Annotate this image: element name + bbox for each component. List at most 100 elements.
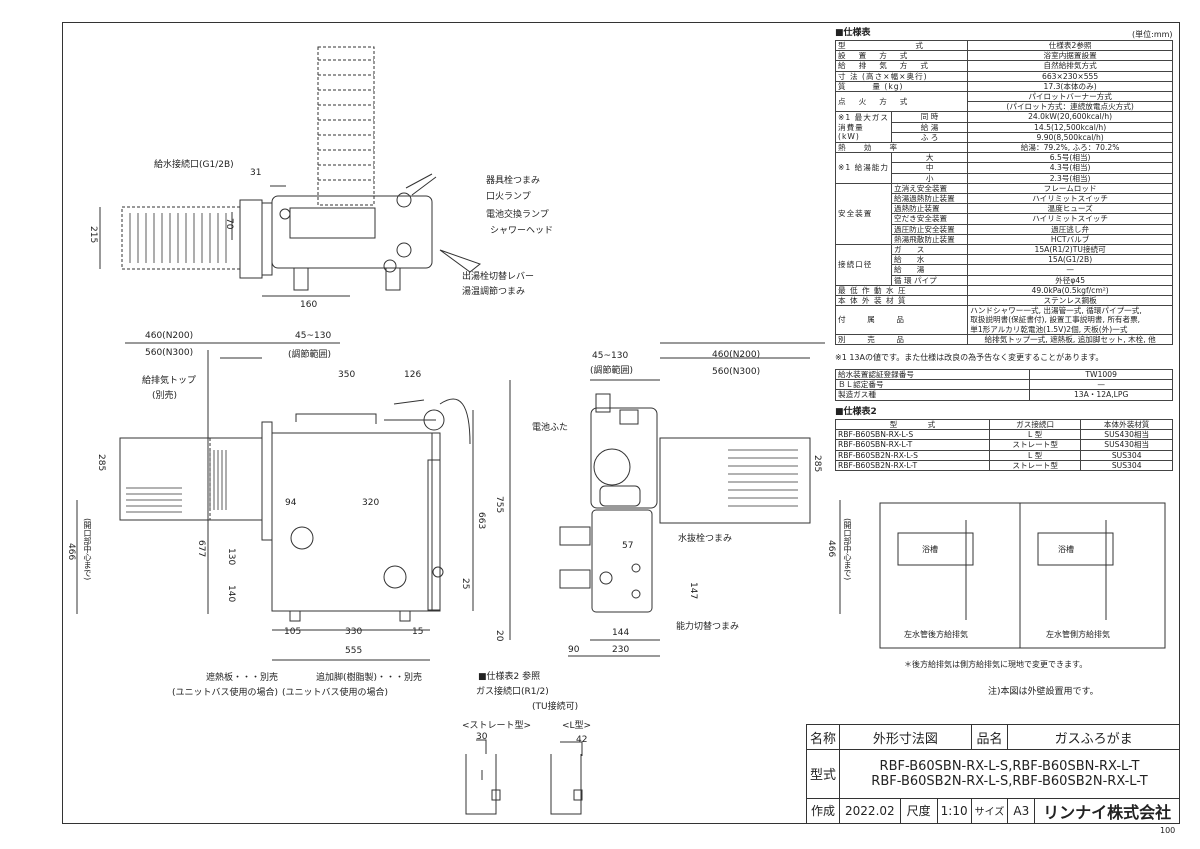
product-name: ガスふろがま — [1007, 723, 1180, 751]
table-cell: SUS304 — [1080, 449, 1173, 461]
table-cell: ※1 給湯能力 — [835, 152, 892, 184]
table-cell: 給水装置認証登録番号 — [834, 368, 1031, 381]
table-cell: 大 — [890, 152, 969, 164]
table-cell: ガ ス — [890, 244, 969, 256]
spec-row: 過圧防止安全装置過圧逃し弁 — [836, 223, 1173, 235]
table-cell: 付 属 品 — [834, 305, 969, 335]
spec-heading: ■仕様表 — [835, 28, 871, 38]
spec2-heading: ■仕様表2 — [835, 407, 877, 417]
spec-row: 給 排 気 方 式自然給排気方式 — [834, 60, 1173, 72]
table-cell: 過圧防止安全装置 — [890, 223, 969, 235]
table-cell: ハイリミットスイッチ — [967, 213, 1173, 225]
table-cell: ハンドシャワー一式, 出湯管一式, 循環パイプ一式, 取扱説明書(保証書付), … — [967, 305, 1173, 335]
table-cell: 型 式 — [834, 39, 969, 52]
table-cell: RBF-B60SBN-RX-L-T — [835, 439, 990, 451]
water-inlet-label: 給水接続口(G1/2B) — [154, 160, 234, 170]
table-cell: 15A(R1/2)TU接続可 — [967, 244, 1173, 256]
table-cell: 663×230×555 — [967, 70, 1173, 82]
table-cell: 2.3号(相当) — [967, 172, 1173, 184]
dim-560: 560(N300) — [145, 348, 194, 358]
side-view — [559, 342, 841, 657]
table-cell: SUS430相当 — [1080, 439, 1173, 451]
table-cell: ＢＬ認定番号 — [834, 379, 1031, 391]
dim-140: 140 — [226, 585, 236, 603]
spec-table: 型 式仕様表2参照 設 置 方 式浴室内据置設置 給 排 気 方 式自然給排気方… — [834, 39, 1173, 346]
table-cell: 給湯：79.2%, ふろ：70.2% — [967, 142, 1173, 154]
table-cell: 小 — [890, 172, 969, 184]
title-block: 名称 外形寸法図 品名 ガスふろがま 型式 RBF-B60SBN-RX-L-S,… — [805, 723, 1180, 825]
model-line-2: RBF-B60SB2N-RX-L-S,RBF-B60SB2N-RX-L-T — [871, 773, 1148, 789]
cert-row: ＢＬ認定番号— — [834, 379, 1173, 391]
spec-row: 循 環 パイプ外径φ45 — [836, 274, 1173, 286]
table-cell: 本体外装材質 — [1080, 418, 1173, 431]
table-cell: ハイリミットスイッチ — [967, 193, 1173, 205]
table-cell: ステンレス鋼板 — [967, 295, 1173, 307]
dim-126: 126 — [404, 370, 422, 380]
dim-330: 330 — [345, 627, 363, 637]
table-cell: RBF-B60SBN-RX-L-S,RBF-B60SBN-RX-L-T RBF-… — [839, 749, 1180, 799]
dim-30: 30 — [476, 732, 488, 742]
table-cell: 型 式 — [835, 418, 990, 431]
made-date: 2022.02 — [839, 797, 901, 825]
bath-label-2: 浴槽 — [1058, 545, 1074, 554]
vent-top-sub: (別売) — [152, 391, 178, 401]
model-label: 型式 — [805, 749, 841, 799]
table-cell: RBF-B60SBN-RX-L-S — [835, 429, 990, 441]
table-cell: — — [1029, 379, 1173, 391]
gas-ref-label: ■仕様表2 参照 — [478, 672, 541, 682]
side-dim-45-130: 45~130 — [592, 351, 629, 361]
table-cell: 最 低 作 動 水 圧 — [834, 284, 969, 297]
table-cell: 給湯過熱防止装置 — [890, 193, 969, 205]
table-cell: TW1009 — [1029, 368, 1173, 381]
table-cell: 外径φ45 — [967, 274, 1173, 286]
product-label: 品名 — [970, 723, 1009, 751]
table-cell: 13A・12A,LPG — [1029, 389, 1173, 401]
table-cell: 製造ガス種 — [834, 389, 1031, 401]
dim-555: 555 — [345, 646, 363, 656]
table-cell: HCTバルブ — [967, 233, 1173, 246]
dim-755: 755 — [494, 496, 504, 514]
table-cell: 過圧逃し弁 — [967, 223, 1173, 235]
table-cell: 49.0kPa(0.5kgf/cm²) — [967, 284, 1173, 297]
table-cell: 14.5(12,500kcal/h) — [967, 121, 1173, 133]
dim-215: 215 — [88, 226, 98, 244]
gas-inlet-label: ガス接続口(R1/2) — [476, 687, 549, 697]
side-dim-285: 285 — [812, 455, 822, 473]
dim-15: 15 — [412, 627, 424, 637]
table-cell: 熱 効 率 — [834, 142, 969, 154]
l-type-label: <L型> — [562, 721, 592, 731]
gas-inlet-sub: (TU接続可) — [532, 702, 579, 712]
table-cell: 循 環 パイプ — [890, 274, 969, 286]
spec-row: 点 火 方 式パイロットバーナー方式 — [834, 91, 1173, 113]
dim-105: 105 — [284, 627, 302, 637]
table-cell: — — [967, 264, 1173, 276]
spec-row: 型 式仕様表2参照 — [834, 39, 1173, 52]
made-label: 作成 — [805, 797, 841, 825]
spec-row: 質 量 (kg)17.3(本体のみ) — [834, 80, 1173, 93]
extra-legs-label: 追加脚(樹脂製)・・・別売 — [316, 673, 423, 683]
dim-20: 20 — [494, 630, 504, 642]
spec-row: 別 売 品給排気トップ一式, 遮熱板, 追加脚セット, 木栓, 他 — [834, 333, 1173, 346]
table-cell: L 型 — [988, 449, 1082, 461]
scale-value: 1:10 — [936, 797, 972, 825]
spec-row: 付 属 品ハンドシャワー一式, 出湯管一式, 循環パイプ一式, 取扱説明書(保証… — [834, 305, 1173, 335]
dim-42: 42 — [576, 735, 588, 745]
dim-466-sub: (開口部中心まで) — [83, 518, 92, 581]
layout-left-side: 左水管側方給排気 — [1046, 630, 1110, 639]
side-dim-144: 144 — [612, 628, 630, 638]
scale-label: 尺度 — [899, 797, 938, 825]
table-cell: 温度ヒューズ — [967, 203, 1173, 215]
dim-94: 94 — [285, 498, 297, 508]
table-cell: 本 体 外 装 材 質 — [834, 295, 969, 307]
callout-shower-head: シャワーヘッド — [490, 226, 554, 236]
table-cell: (パイロット方式：連続放電点火方式) — [967, 101, 1173, 113]
